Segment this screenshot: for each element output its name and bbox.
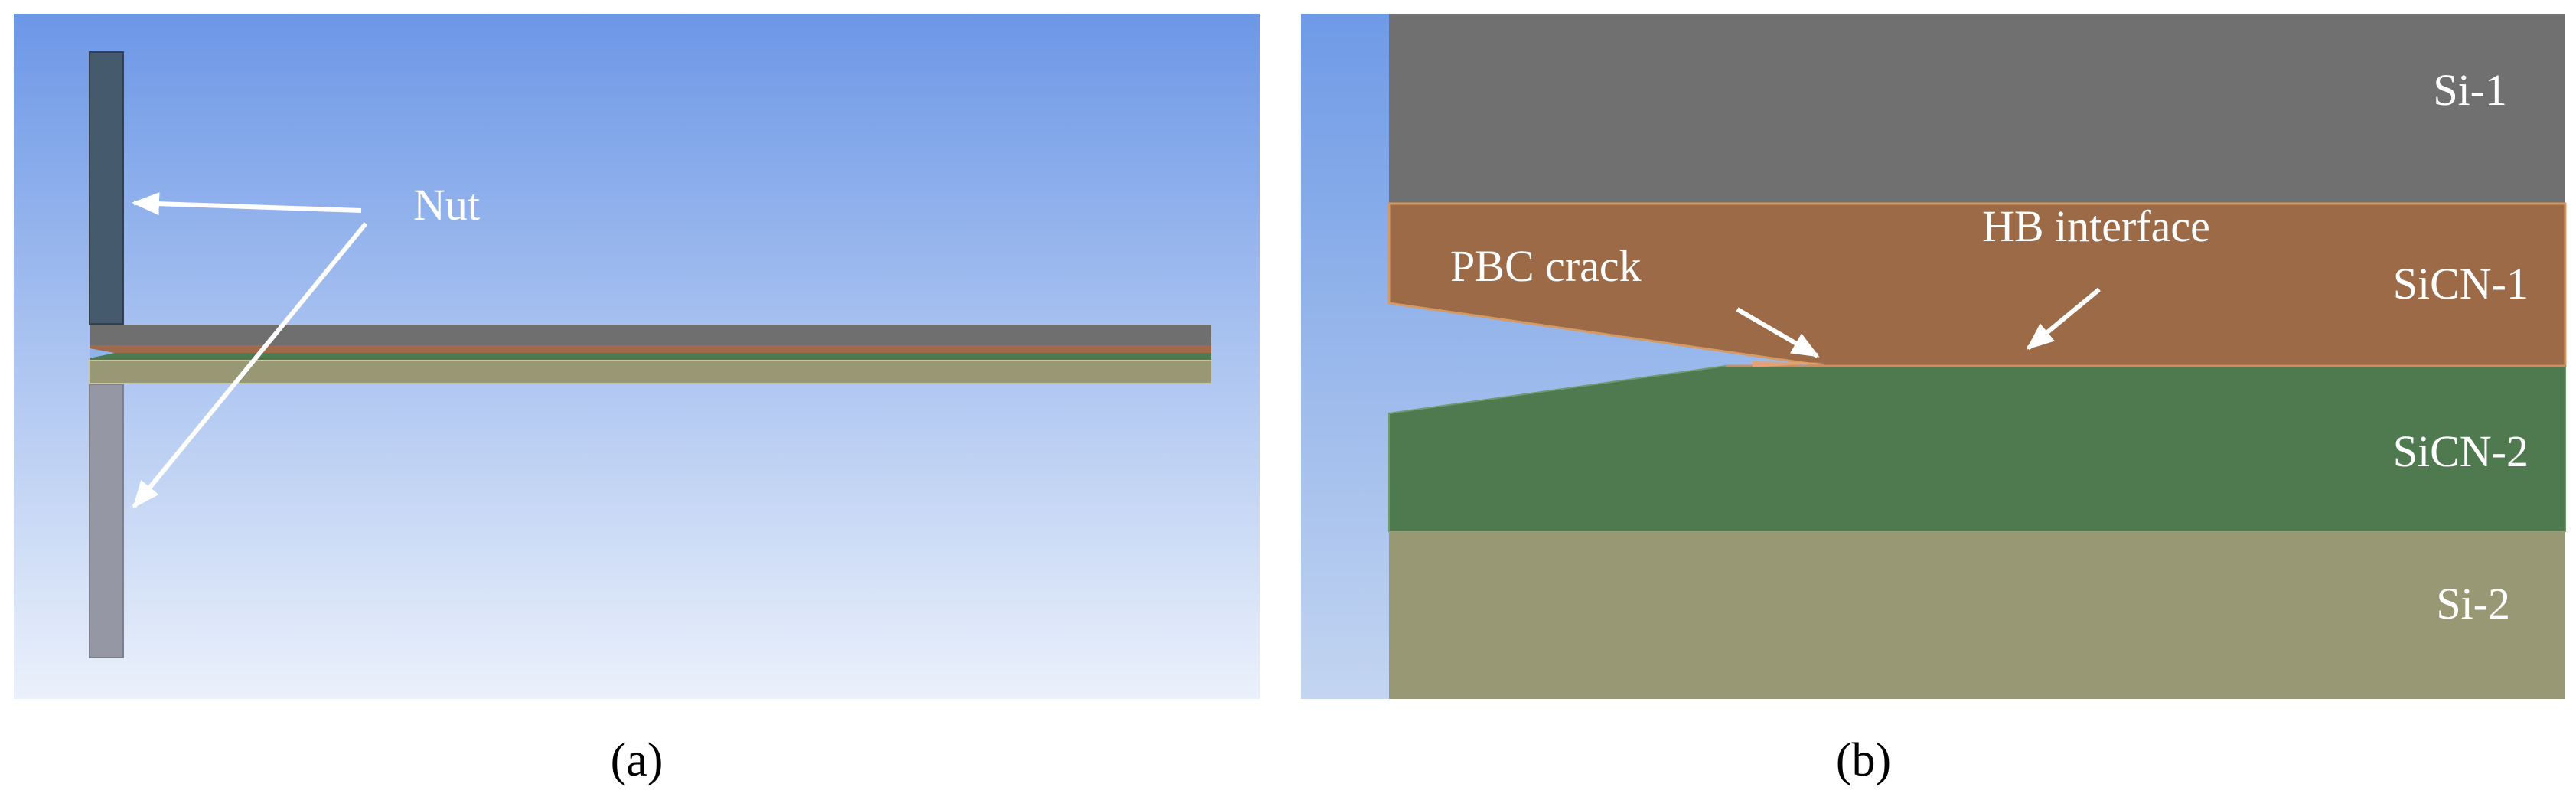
layer-si-2 <box>1389 531 2565 699</box>
panel-a-label: (a) <box>611 734 664 786</box>
panel-b: Si-1 SiCN-1 SiCN-2 Si-2 PBC crack HB int… <box>1301 14 2567 786</box>
pbc-crack-annotation: PBC crack <box>1450 241 1642 291</box>
layer-sicn-2 <box>1388 365 2566 532</box>
bonded-beam <box>89 325 1212 384</box>
nut-top <box>89 51 124 325</box>
nut-annotation-label: Nut <box>413 180 480 230</box>
layer-label-sicn-1: SiCN-1 <box>2393 259 2529 309</box>
beam-si-1 <box>90 325 1211 345</box>
hb-interface-annotation: HB interface <box>1982 201 2210 251</box>
crack-tip <box>1753 361 1825 367</box>
nut-bottom <box>89 384 124 658</box>
beam-si-2 <box>89 360 1212 384</box>
layer-label-si-1: Si-1 <box>2433 65 2507 115</box>
nut-arrow-top <box>132 192 362 216</box>
nut-arrow-bottom <box>132 222 368 509</box>
panel-a: Nut (a) <box>14 14 1260 786</box>
beam-sicn-1 <box>90 345 1211 353</box>
panel-b-label: (b) <box>1836 734 1891 786</box>
beam-crack-wedge <box>90 348 115 358</box>
hb-interface-arrow <box>2026 287 2101 351</box>
pbc-crack-arrow <box>1736 307 1820 358</box>
beam-sicn-2 <box>90 353 1211 361</box>
layer-label-si-2: Si-2 <box>2436 579 2510 629</box>
layer-si-1 <box>1389 14 2565 204</box>
layer-label-sicn-2: SiCN-2 <box>2393 426 2529 476</box>
